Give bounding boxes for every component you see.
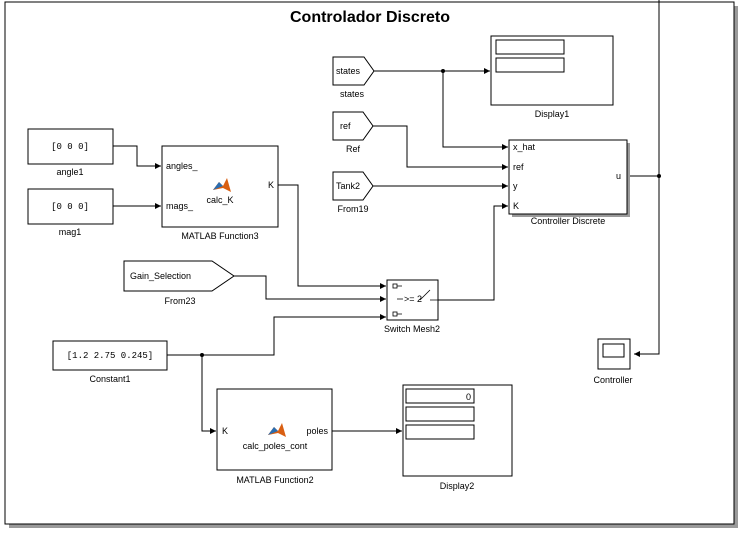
matlab-function3-in-mags: mags_ <box>166 201 194 211</box>
matlab-function2-in-k: K <box>222 426 228 436</box>
switch-mesh2-block[interactable]: >= 2 Switch Mesh2 <box>384 279 440 334</box>
display1-block[interactable]: Display1 <box>490 35 614 119</box>
from19-tag: Tank2 <box>336 181 360 191</box>
matlab-function3-out-k: K <box>268 180 274 190</box>
controller-in-y: y <box>513 181 518 191</box>
mag1-block[interactable]: [0 0 0] mag1 <box>27 188 114 237</box>
from19-block[interactable]: Tank2 From19 <box>332 171 374 214</box>
matlab-function2-label: MATLAB Function2 <box>236 475 313 485</box>
constant1-block[interactable]: [1.2 2.75 0.245] Constant1 <box>52 340 168 384</box>
matlab-logo-icon <box>268 423 286 437</box>
matlab-function2-fn: calc_poles_cont <box>243 441 308 451</box>
display2-value1: 0 <box>466 392 471 402</box>
matlab-function3-fn: calc_K <box>206 195 233 205</box>
controller-scope-label: Controller <box>593 375 632 385</box>
angle1-block[interactable]: [0 0 0] angle1 <box>27 128 114 177</box>
controller-discrete-block[interactable]: x_hat ref y K u Controller Discrete <box>508 139 630 226</box>
matlab-function3-label: MATLAB Function3 <box>181 231 258 241</box>
matlab-function2-block[interactable]: K poles calc_poles_cont MATLAB Function2 <box>216 388 333 485</box>
states-tag: states <box>336 66 361 76</box>
matlab-function3-in-angles: angles_ <box>166 161 199 171</box>
states-label: states <box>340 89 365 99</box>
mag1-label: mag1 <box>59 227 82 237</box>
constant1-label: Constant1 <box>89 374 130 384</box>
controller-in-x-hat: x_hat <box>513 142 536 152</box>
from23-label: From23 <box>164 296 195 306</box>
display1-label: Display1 <box>535 109 570 119</box>
wires <box>113 0 661 434</box>
switch-label: Switch Mesh2 <box>384 324 440 334</box>
display2-label: Display2 <box>440 481 475 491</box>
matlab-function2-out-poles: poles <box>306 426 328 436</box>
controller-in-ref: ref <box>513 162 524 172</box>
states-from-block[interactable]: states states <box>332 56 375 99</box>
ref-tag: ref <box>340 121 351 131</box>
switch-condition: >= 2 <box>404 294 422 304</box>
subsystem-frame <box>4 1 735 525</box>
angle1-value: [0 0 0] <box>51 142 89 152</box>
controller-in-k: K <box>513 201 519 211</box>
controller-discrete-label: Controller Discrete <box>531 216 606 226</box>
ref-from-block[interactable]: ref Ref <box>332 111 374 154</box>
controller-out-u: u <box>616 171 621 181</box>
constant1-value: [1.2 2.75 0.245] <box>67 351 153 361</box>
from23-tag: Gain_Selection <box>130 271 191 281</box>
mag1-value: [0 0 0] <box>51 202 89 212</box>
matlab-function3-block[interactable]: angles_ mags_ K calc_K MATLAB Function3 <box>161 145 279 241</box>
matlab-logo-icon <box>213 178 231 192</box>
from23-block[interactable]: Gain_Selection From23 <box>123 260 235 306</box>
angle1-label: angle1 <box>56 167 83 177</box>
from19-label: From19 <box>337 204 368 214</box>
ref-label: Ref <box>346 144 361 154</box>
controller-scope-block[interactable]: Controller <box>593 338 633 385</box>
display2-block[interactable]: 0 Display2 <box>402 384 513 491</box>
diagram-title: Controlador Discreto <box>290 9 450 26</box>
